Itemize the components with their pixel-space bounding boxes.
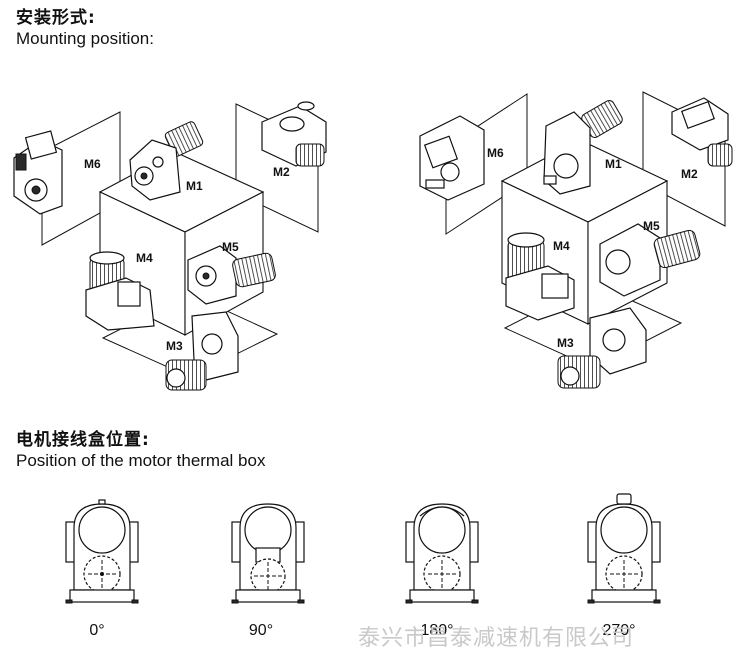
gearbox-m3-right [557, 307, 647, 389]
label-m6-right: M6 [487, 146, 504, 160]
label-m1-right: M1 [605, 157, 622, 171]
label-m4-left: M4 [136, 251, 153, 265]
gearbox-m6-right [419, 115, 485, 201]
thermal-title-cn: 电机接线盒位置: [16, 430, 150, 450]
thermal-diagram-90 [231, 503, 305, 604]
thermal-box-heading: 电机接线盒位置: Position of the motor thermal b… [16, 430, 265, 471]
angle-label-270: 270° [602, 622, 636, 639]
gearbox-m4-left [85, 251, 155, 331]
gearbox-m4-right [505, 232, 575, 321]
gearbox-m2-right [671, 97, 733, 167]
thermal-title-en: Position of the motor thermal box [16, 451, 266, 470]
mounting-position-heading: 安装形式: Mounting position: [16, 8, 154, 49]
gearbox-m2-left [261, 101, 327, 167]
label-m2-right: M2 [681, 167, 698, 181]
gearbox-m5-right [599, 223, 701, 297]
angle-label-180: 180° [420, 622, 454, 639]
right-assembly: M6 M1 M2 M4 M5 M3 [419, 91, 733, 389]
label-m3-left: M3 [166, 339, 183, 353]
gearbox-m5-left [187, 245, 276, 305]
thermal-diagram-0 [65, 499, 139, 604]
label-m1-left: M1 [186, 179, 203, 193]
gearbox-m3-left [165, 311, 239, 391]
label-m4-right: M4 [553, 239, 570, 253]
label-m3-right: M3 [557, 336, 574, 350]
thermal-diagram-270 [587, 493, 661, 604]
angle-label-90: 90° [248, 622, 274, 639]
gearbox-m1-left [129, 121, 204, 201]
thermal-diagram-180 [405, 503, 479, 604]
left-assembly: M6 M1 M2 M4 M5 M3 [13, 101, 327, 391]
label-m6-left: M6 [84, 157, 101, 171]
gearbox-m1-right [543, 100, 623, 195]
label-m5-right: M5 [643, 219, 660, 233]
angle-label-0: 0° [89, 622, 105, 639]
label-m2-left: M2 [273, 165, 290, 179]
label-m5-left: M5 [222, 240, 239, 254]
gearbox-m6-left [13, 130, 63, 215]
mounting-title-cn: 安装形式: [16, 8, 96, 28]
company-watermark: 泰兴市昌泰减速机有限公司 [358, 626, 635, 651]
mounting-title-en: Mounting position: [16, 29, 154, 48]
